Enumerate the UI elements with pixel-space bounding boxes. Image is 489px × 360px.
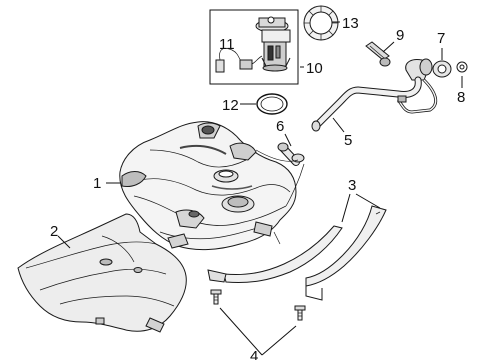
callout-8: 8 bbox=[457, 89, 465, 106]
callout-5: 5 bbox=[344, 132, 352, 149]
heat-shield bbox=[17, 213, 187, 333]
fuel-tank bbox=[119, 121, 305, 251]
wiring-harness bbox=[215, 48, 263, 73]
callout-10: 10 bbox=[306, 60, 323, 77]
bolt bbox=[210, 289, 222, 305]
leader-lines bbox=[57, 21, 463, 356]
callout-9: 9 bbox=[396, 27, 404, 44]
callout-3: 3 bbox=[348, 177, 356, 194]
filler-valve bbox=[365, 41, 391, 67]
fuel-pump-module-inset bbox=[209, 9, 299, 85]
callout-6: 6 bbox=[276, 118, 284, 135]
bolt bbox=[294, 305, 306, 321]
lock-ring bbox=[303, 5, 339, 41]
callout-1: 1 bbox=[93, 175, 101, 192]
callout-13: 13 bbox=[342, 15, 359, 32]
callout-labels: 1 2 3 4 5 6 7 8 9 10 11 12 13 bbox=[50, 15, 465, 360]
fuel-filler-pipe bbox=[311, 58, 438, 132]
callout-12: 12 bbox=[222, 97, 239, 114]
washer bbox=[456, 61, 468, 73]
callout-4: 4 bbox=[250, 348, 258, 360]
tank-straps bbox=[207, 205, 387, 301]
callout-11: 11 bbox=[219, 36, 235, 53]
filler-cap-seal bbox=[432, 60, 452, 78]
callout-2: 2 bbox=[50, 223, 58, 240]
fuel-pump-seal bbox=[256, 93, 288, 115]
callout-7: 7 bbox=[437, 30, 445, 47]
fuel-pump-module bbox=[255, 16, 291, 72]
strap-bolts bbox=[210, 289, 306, 321]
filler-hose bbox=[277, 142, 305, 166]
